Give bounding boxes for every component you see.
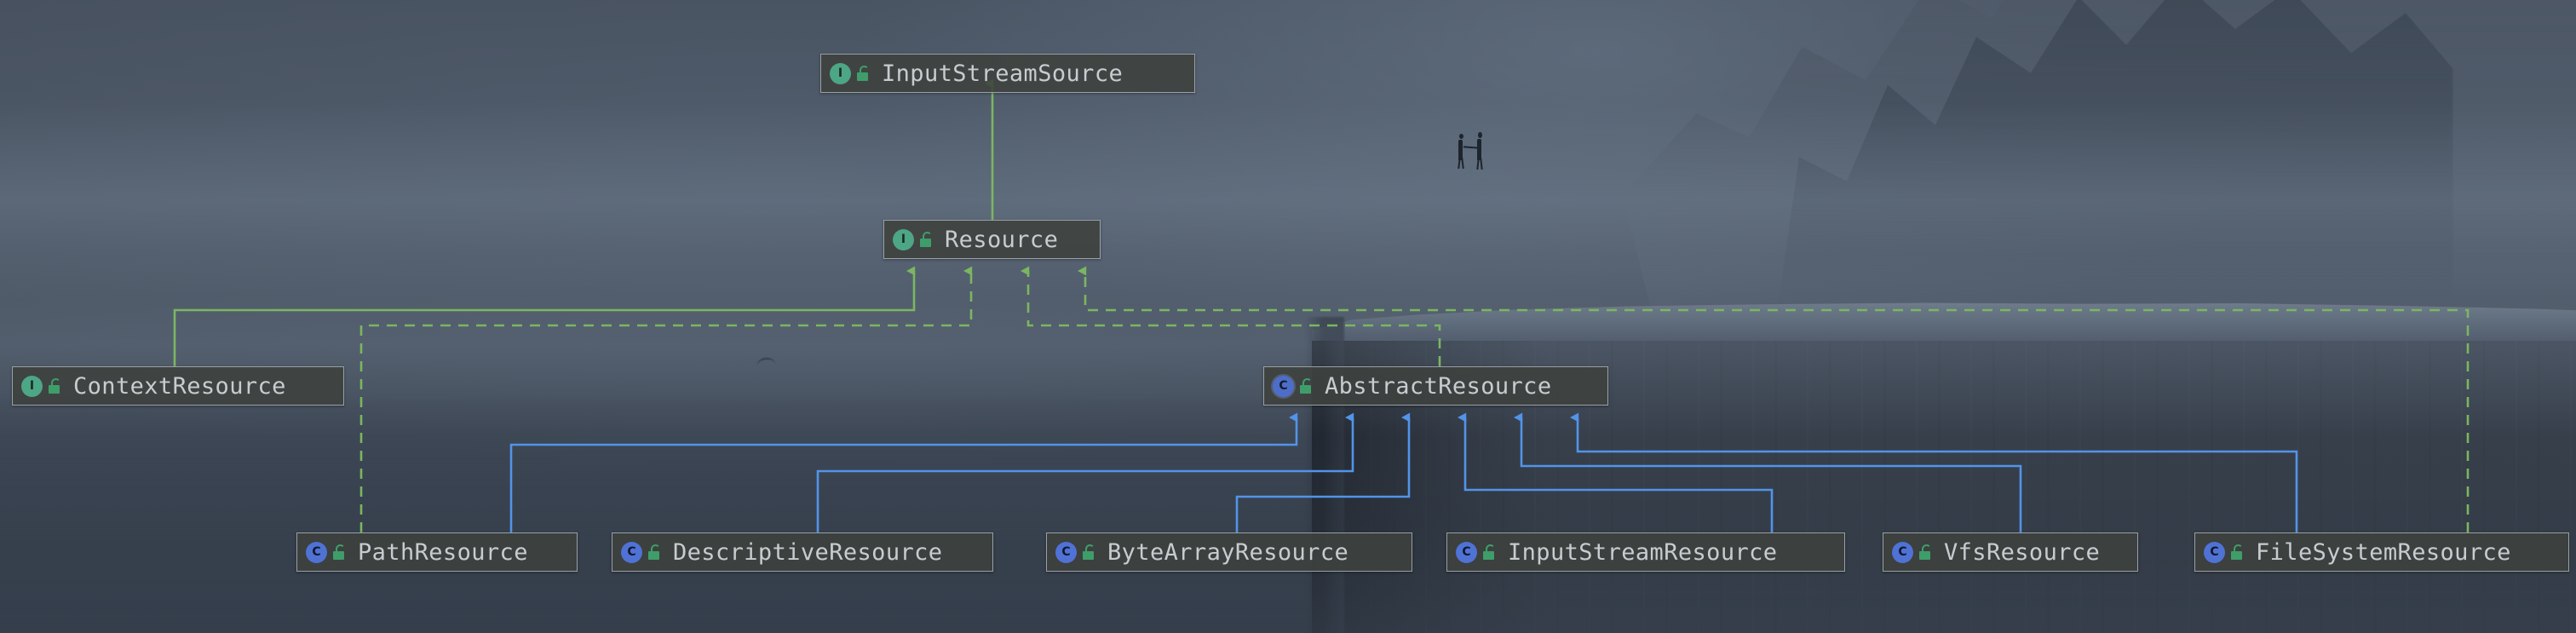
class-badge: C xyxy=(1055,541,1077,563)
class-node-filesystemresource[interactable]: C FileSystemResource xyxy=(2194,532,2569,572)
hiker-b-body xyxy=(1477,139,1481,160)
public-unlocked-icon xyxy=(1483,544,1498,560)
class-badge: C xyxy=(1456,541,1477,563)
public-unlocked-icon xyxy=(648,544,663,560)
class-node-label: ContextResource xyxy=(73,372,286,400)
hiker-b-head xyxy=(1478,132,1482,138)
class-node-abstractresource[interactable]: C AbstractResource xyxy=(1263,366,1608,406)
edge-pathresource-to-resource[interactable] xyxy=(359,266,973,532)
class-node-inputstreamresource[interactable]: C InputStreamResource xyxy=(1446,532,1845,572)
class-node-label: FileSystemResource xyxy=(2256,538,2511,566)
edge-descriptiveresource-to-abstractresource[interactable] xyxy=(816,412,1354,532)
interface-badge: I xyxy=(893,228,914,250)
public-unlocked-icon xyxy=(1300,378,1314,394)
edge-pathresource-to-abstractresource[interactable] xyxy=(509,412,1298,532)
public-unlocked-icon xyxy=(920,232,934,247)
class-node-label: VfsResource xyxy=(1944,538,2101,566)
edge-contextresource-to-resource[interactable] xyxy=(173,266,916,366)
class-node-inputstreamsource[interactable]: I InputStreamSource xyxy=(820,54,1195,93)
interface-badge: I xyxy=(21,375,43,397)
class-node-label: AbstractResource xyxy=(1325,372,1552,400)
hiker-a-head xyxy=(1459,134,1463,139)
class-node-label: PathResource xyxy=(358,538,528,566)
class-node-descriptiveresource[interactable]: C DescriptiveResource xyxy=(612,532,993,572)
edge-abstractresource-to-resource[interactable] xyxy=(1021,266,1441,366)
class-node-label: Resource xyxy=(945,226,1059,253)
class-badge: C xyxy=(1892,541,1913,563)
public-unlocked-icon xyxy=(333,544,348,560)
public-unlocked-icon xyxy=(2231,544,2245,560)
public-unlocked-icon xyxy=(857,66,871,81)
class-node-pathresource[interactable]: C PathResource xyxy=(296,532,578,572)
edge-filesystemresource-to-abstractresource[interactable] xyxy=(1570,412,2298,532)
class-node-label: InputStreamSource xyxy=(882,60,1124,87)
edge-inputstreamresource-to-abstractresource[interactable] xyxy=(1458,412,1774,532)
hiker-a-body xyxy=(1458,140,1463,160)
public-unlocked-icon xyxy=(1919,544,1934,560)
class-badge: C xyxy=(621,541,642,563)
interface-badge: I xyxy=(830,62,851,84)
abstract-class-badge: C xyxy=(1273,375,1294,397)
public-unlocked-icon xyxy=(1083,544,1097,560)
class-node-vfsresource[interactable]: C VfsResource xyxy=(1883,532,2138,572)
edge-bytearrayresource-to-abstractresource[interactable] xyxy=(1235,412,1411,532)
class-node-label: DescriptiveResource xyxy=(673,538,943,566)
class-node-label: ByteArrayResource xyxy=(1107,538,1349,566)
edge-vfsresource-to-abstractresource[interactable] xyxy=(1514,412,2022,532)
class-badge: C xyxy=(306,541,327,563)
class-badge: C xyxy=(2204,541,2225,563)
class-node-resource[interactable]: I Resource xyxy=(883,220,1101,259)
edge-filesystemresource-to-resource[interactable] xyxy=(1078,266,2470,532)
class-node-label: InputStreamResource xyxy=(1508,538,1778,566)
class-node-contextresource[interactable]: I ContextResource xyxy=(12,366,344,406)
class-node-bytearrayresource[interactable]: C ByteArrayResource xyxy=(1046,532,1412,572)
public-unlocked-icon xyxy=(49,378,63,394)
